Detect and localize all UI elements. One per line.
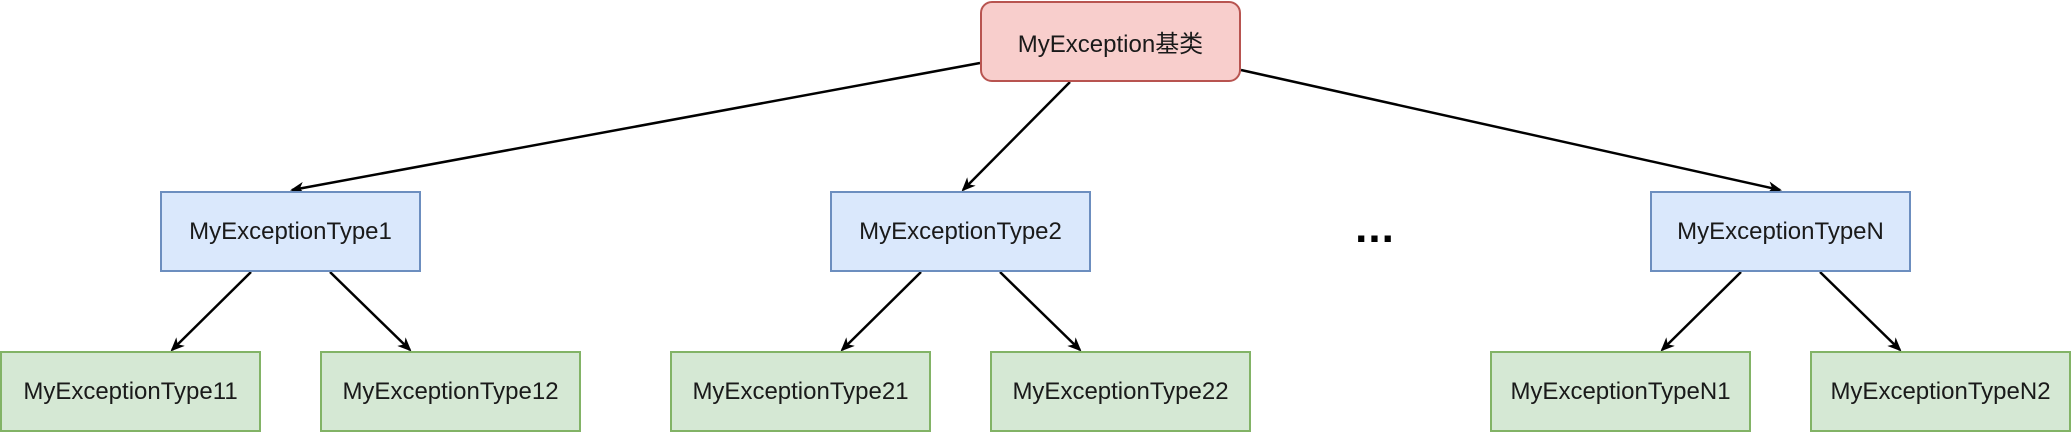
level2-node-label: MyExceptionTypeN2 [1830,377,2051,405]
edge-type2-to-type21 [840,271,922,352]
level1-node-type1: MyExceptionType1 [160,191,421,272]
edge-root-to-type2 [961,81,1071,192]
level1-node-typen: MyExceptionTypeN [1650,191,1911,272]
edge-root-to-typen [1240,68,1782,194]
root-node-label: MyException基类 [1017,31,1204,58]
level1-node-label: MyExceptionType2 [859,217,1062,245]
edge-typen-to-typen1 [1660,271,1742,352]
level1-node-label: MyExceptionType1 [189,217,392,245]
level1-node-type2: MyExceptionType2 [830,191,1091,272]
edge-root-to-type1 [290,61,981,194]
level1-node-label: MyExceptionTypeN [1677,217,1884,245]
edge-typen-to-typen2 [1819,271,1902,352]
edge-type1-to-type12 [329,271,412,352]
edge-type1-to-type11 [170,271,252,352]
level2-node-typen1: MyExceptionTypeN1 [1490,351,1751,432]
level2-node-label: MyExceptionType21 [692,377,909,405]
level2-node-label: MyExceptionType12 [342,377,559,405]
ellipsis-marker: ... [1355,203,1395,252]
level2-node-typen2: MyExceptionTypeN2 [1810,351,2071,432]
level2-node-type12: MyExceptionType12 [320,351,581,432]
level2-node-type11: MyExceptionType11 [0,351,261,432]
root-node: MyException基类 [980,1,1241,82]
level2-node-label: MyExceptionTypeN1 [1510,377,1731,405]
level2-node-type22: MyExceptionType22 [990,351,1251,432]
edge-type2-to-type22 [999,271,1082,352]
level2-node-type21: MyExceptionType21 [670,351,931,432]
level2-node-label: MyExceptionType11 [23,377,238,405]
level2-node-label: MyExceptionType22 [1012,377,1229,405]
